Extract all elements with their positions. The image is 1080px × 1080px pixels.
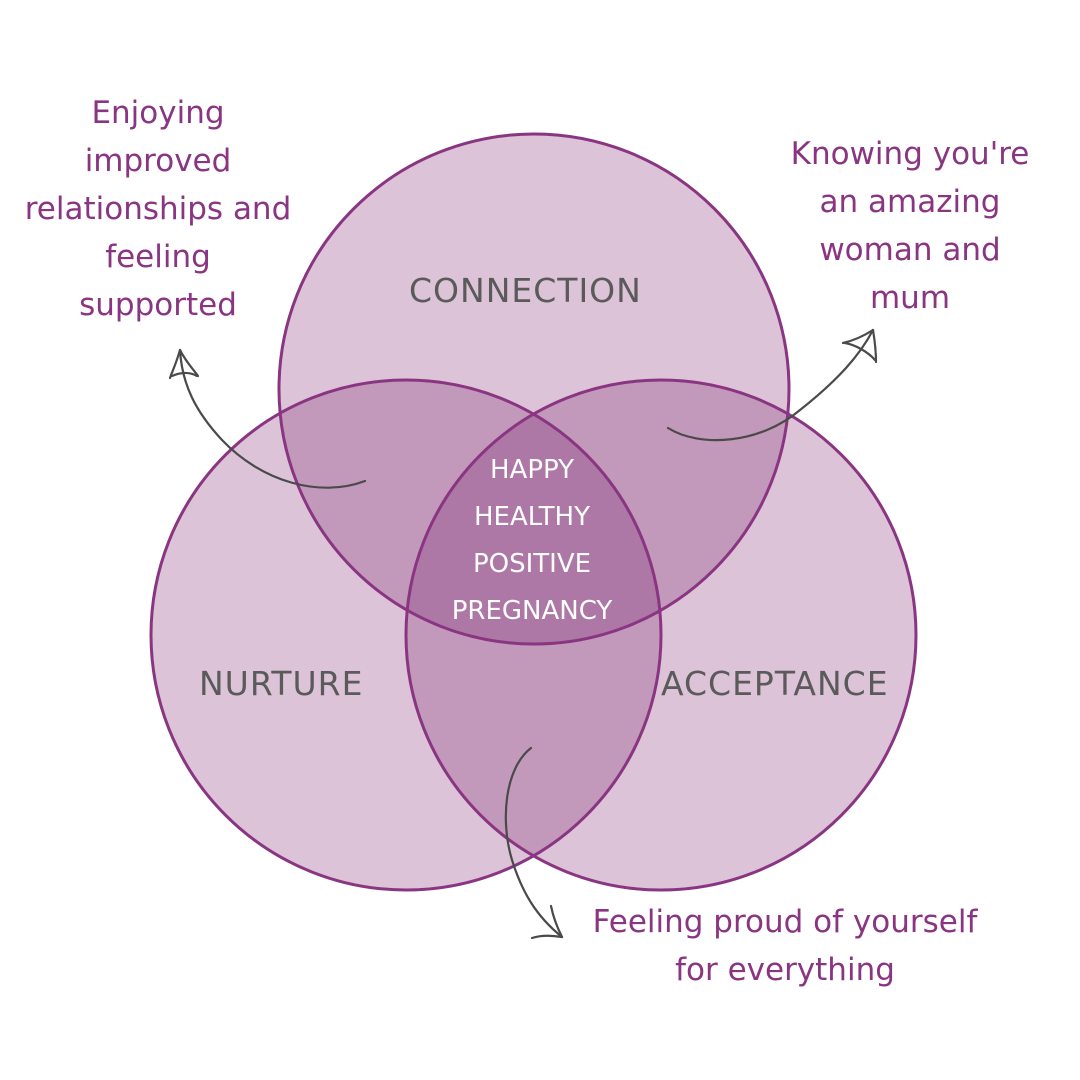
center-overlap [406,380,661,644]
top-right-note: Knowing you're an amazing woman and mum [760,130,1060,322]
acceptance-outline [404,378,918,892]
center-line-healthy: HEALTHY [474,502,590,532]
top-left-note: Enjoying improved relationships and feel… [0,89,316,329]
arrow-to-top-left-note [168,348,367,489]
top-right-note-line: mum [869,280,951,316]
top-right-note-line: woman and [819,232,1001,268]
bottom-note: Feeling proud of yourself for everything [552,898,1018,994]
nurture-label: NURTURE [199,664,364,703]
top-left-note-line: Enjoying [91,95,225,131]
center-label: HAPPY HEALTHY POSITIVE PREGNANCY [432,447,632,635]
acceptance-label: ACCEPTANCE [661,664,889,703]
top-left-note-line: improved [84,143,232,179]
nurture-outline [149,378,663,892]
top-left-note-line: feeling [105,239,211,275]
bottom-note-line: for everything [675,952,895,988]
connection-outline [277,132,791,646]
arrow-to-bottom-note [504,746,564,940]
center-line-pregnancy: PREGNANCY [451,596,613,626]
center-line-positive: POSITIVE [472,549,592,579]
top-right-note-line: an amazing [819,184,1001,220]
top-left-note-line: supported [79,287,237,323]
top-left-note-line: relationships and [24,191,292,227]
center-line-happy: HAPPY [489,455,574,485]
bottom-note-line: Feeling proud of yourself [592,904,978,940]
arrow-to-top-right-note [666,328,878,442]
connection-label: CONNECTION [409,271,642,310]
top-right-note-line: Knowing you're [790,136,1030,172]
